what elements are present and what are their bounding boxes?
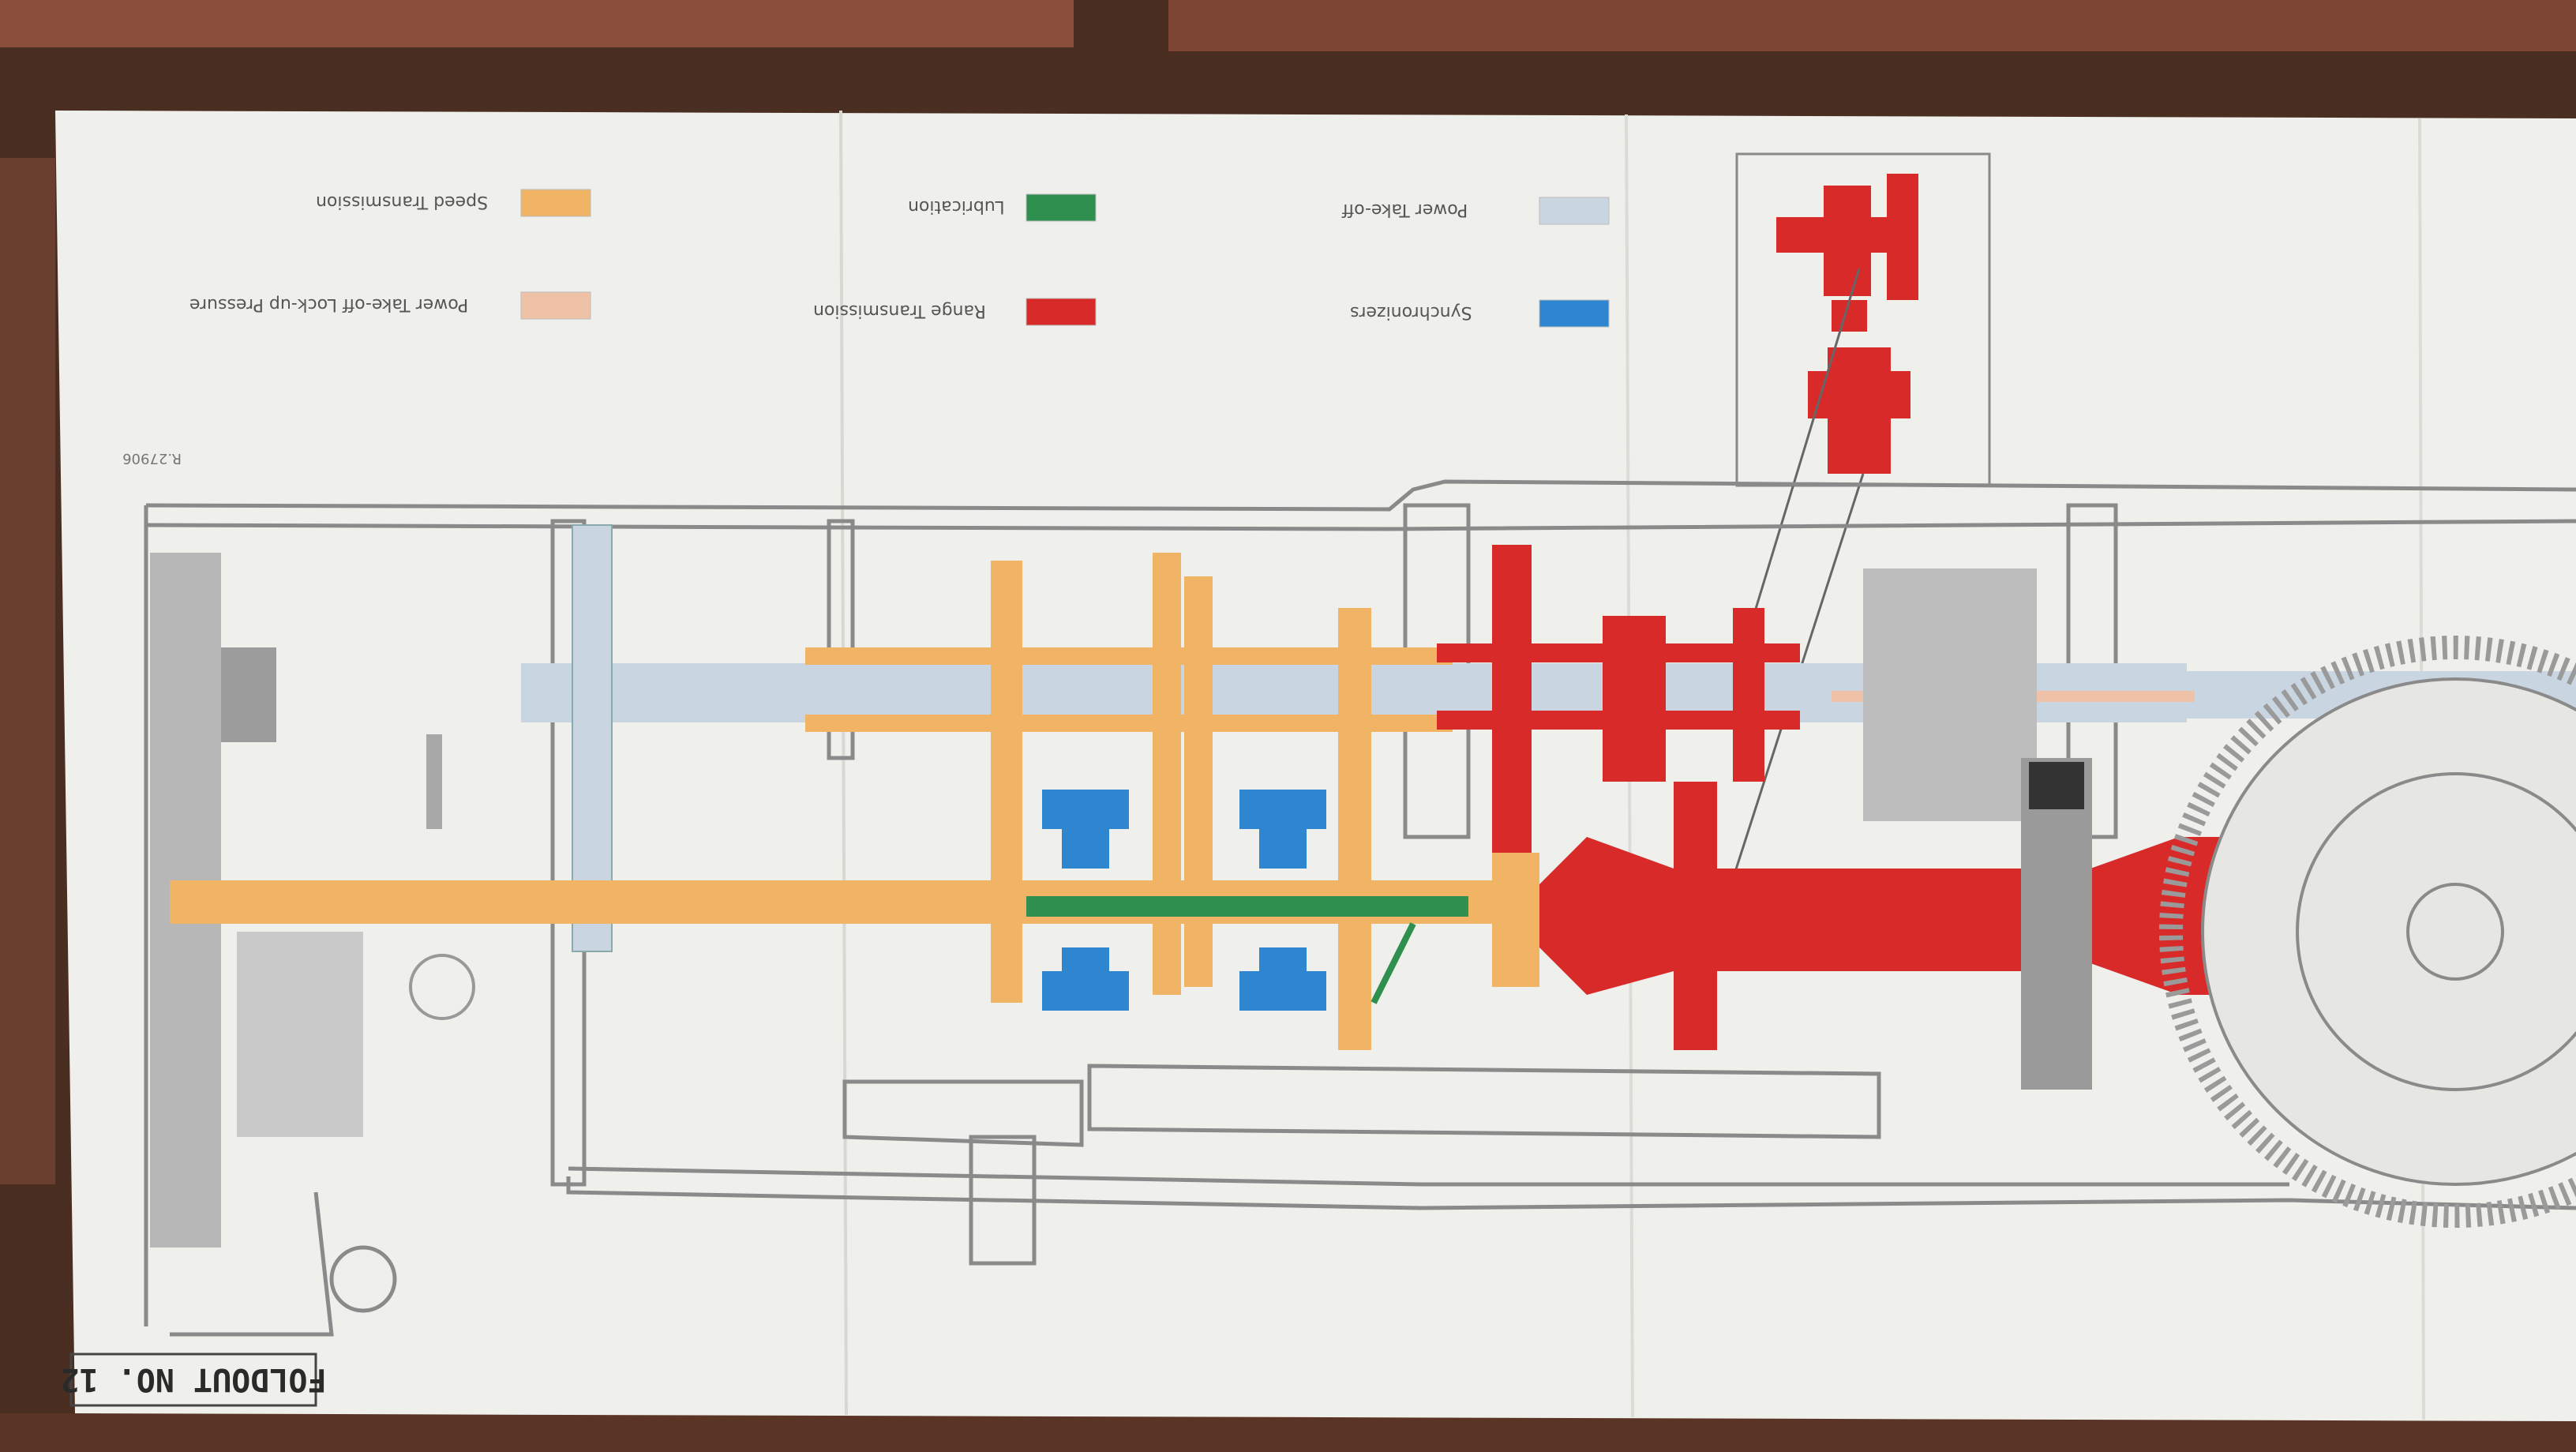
housing-boss bbox=[329, 1245, 397, 1313]
legend-synchronizers: Synchronizers bbox=[1350, 299, 1610, 328]
clutch-pack bbox=[221, 647, 276, 742]
inset-gear-hub-2 bbox=[1808, 371, 1910, 418]
legend-swatch bbox=[520, 189, 591, 217]
pump-housing bbox=[237, 932, 363, 1137]
legend-label: Power Take-off bbox=[1341, 200, 1468, 219]
legend-pto-lockup: Power Take-off Lock-up Pressure bbox=[189, 291, 591, 320]
legend-swatch bbox=[1539, 197, 1610, 225]
speed-countershaft-bottom bbox=[805, 715, 1453, 732]
speed-gear-2 bbox=[1153, 553, 1181, 995]
paper-sheet bbox=[55, 111, 2576, 1421]
ring-gear-teeth bbox=[2159, 636, 2576, 1228]
park-brake-drum bbox=[2021, 758, 2092, 1090]
synchro-2-top-hub bbox=[1259, 829, 1307, 869]
housing-top-inner bbox=[145, 519, 2576, 531]
foldout-number: FOLDOUT NO. 12 bbox=[60, 1361, 326, 1398]
housing-top-line bbox=[145, 479, 2576, 512]
ring-gear-bore bbox=[2406, 883, 2504, 981]
legend-swatch bbox=[1026, 298, 1097, 326]
speed-output-gear bbox=[1492, 853, 1539, 987]
park-brake-teeth bbox=[2029, 762, 2084, 809]
rear-pto-clutch bbox=[1863, 568, 2092, 1090]
speed-countershaft-top bbox=[805, 647, 1453, 665]
shift-rail bbox=[1087, 1064, 1881, 1139]
lube-passage bbox=[1026, 896, 1468, 917]
synchro-1-bottom-hub bbox=[1062, 947, 1109, 979]
legend: Speed Transmission Power Take-off Lock-u… bbox=[189, 189, 1610, 328]
lever bbox=[426, 734, 442, 829]
lubrication bbox=[1026, 896, 1468, 1004]
legend-swatch bbox=[1539, 299, 1610, 328]
ring-gear-body bbox=[2201, 677, 2576, 1186]
shift-fork-tower bbox=[969, 1135, 1037, 1266]
legend-range-transmission: Range Transmission bbox=[813, 298, 1097, 326]
range-main-gear bbox=[1674, 782, 1717, 1050]
speed-gear-1-base bbox=[991, 924, 1022, 1003]
legend-power-take-off: Power Take-off bbox=[1341, 197, 1610, 225]
range-gear-3 bbox=[1733, 608, 1764, 782]
speed-gear-4 bbox=[1338, 608, 1371, 1050]
synchro-1-top bbox=[1042, 790, 1129, 829]
synchro-2-bottom-hub bbox=[1259, 947, 1307, 979]
drawing-reference: R.27906 bbox=[122, 450, 182, 467]
legend-label: Speed Transmission bbox=[316, 192, 488, 212]
inset-gear-body-1 bbox=[1824, 186, 1871, 296]
shift-rail-left bbox=[842, 1079, 1084, 1147]
pto-idler bbox=[409, 954, 475, 1020]
inset-gear-rim-1 bbox=[1887, 174, 1918, 300]
synchro-1-top-hub bbox=[1062, 829, 1109, 869]
ring-gear bbox=[2159, 636, 2576, 1228]
legend-label: Power Take-off Lock-up Pressure bbox=[189, 295, 468, 314]
housing-bottom-inner bbox=[568, 1166, 2289, 1187]
leader-line-1 bbox=[1735, 268, 1861, 672]
housing-left-foot bbox=[170, 1191, 334, 1337]
inset-detail bbox=[1719, 152, 1991, 917]
housing-bottom-line bbox=[566, 1176, 2576, 1210]
legend-swatch bbox=[520, 291, 591, 320]
range-output-shaft bbox=[1539, 837, 2021, 995]
foldout-frame bbox=[69, 1353, 317, 1407]
legend-speed-transmission: Speed Transmission bbox=[316, 189, 591, 217]
foldout-label: FOLDOUT NO. 12 bbox=[60, 1353, 327, 1407]
range-gear-2 bbox=[1603, 616, 1666, 782]
synchro-2-top bbox=[1239, 790, 1326, 829]
legend-swatch bbox=[1026, 193, 1097, 222]
synchronizers bbox=[1042, 790, 1326, 1011]
legend-label: Synchronizers bbox=[1350, 302, 1472, 322]
wood-plank-top-left bbox=[0, 0, 1074, 47]
ring-gear-hub bbox=[2296, 772, 2576, 1091]
legend-label: Range Transmission bbox=[813, 301, 986, 321]
bearing-wall-2 bbox=[827, 519, 855, 760]
lube-line bbox=[1370, 922, 1416, 1004]
inset-gear-stem bbox=[1832, 300, 1867, 332]
legend-label: Lubrication bbox=[908, 197, 1005, 216]
pto-clutch-housing bbox=[1863, 568, 2037, 821]
speed-gear-3 bbox=[1184, 576, 1213, 987]
wood-plank-left bbox=[0, 158, 55, 1184]
legend-lubrication: Lubrication bbox=[908, 193, 1097, 222]
transmission-housing bbox=[144, 479, 2576, 1337]
range-gear-1 bbox=[1492, 545, 1532, 853]
wood-plank-top-right bbox=[1168, 0, 2576, 51]
